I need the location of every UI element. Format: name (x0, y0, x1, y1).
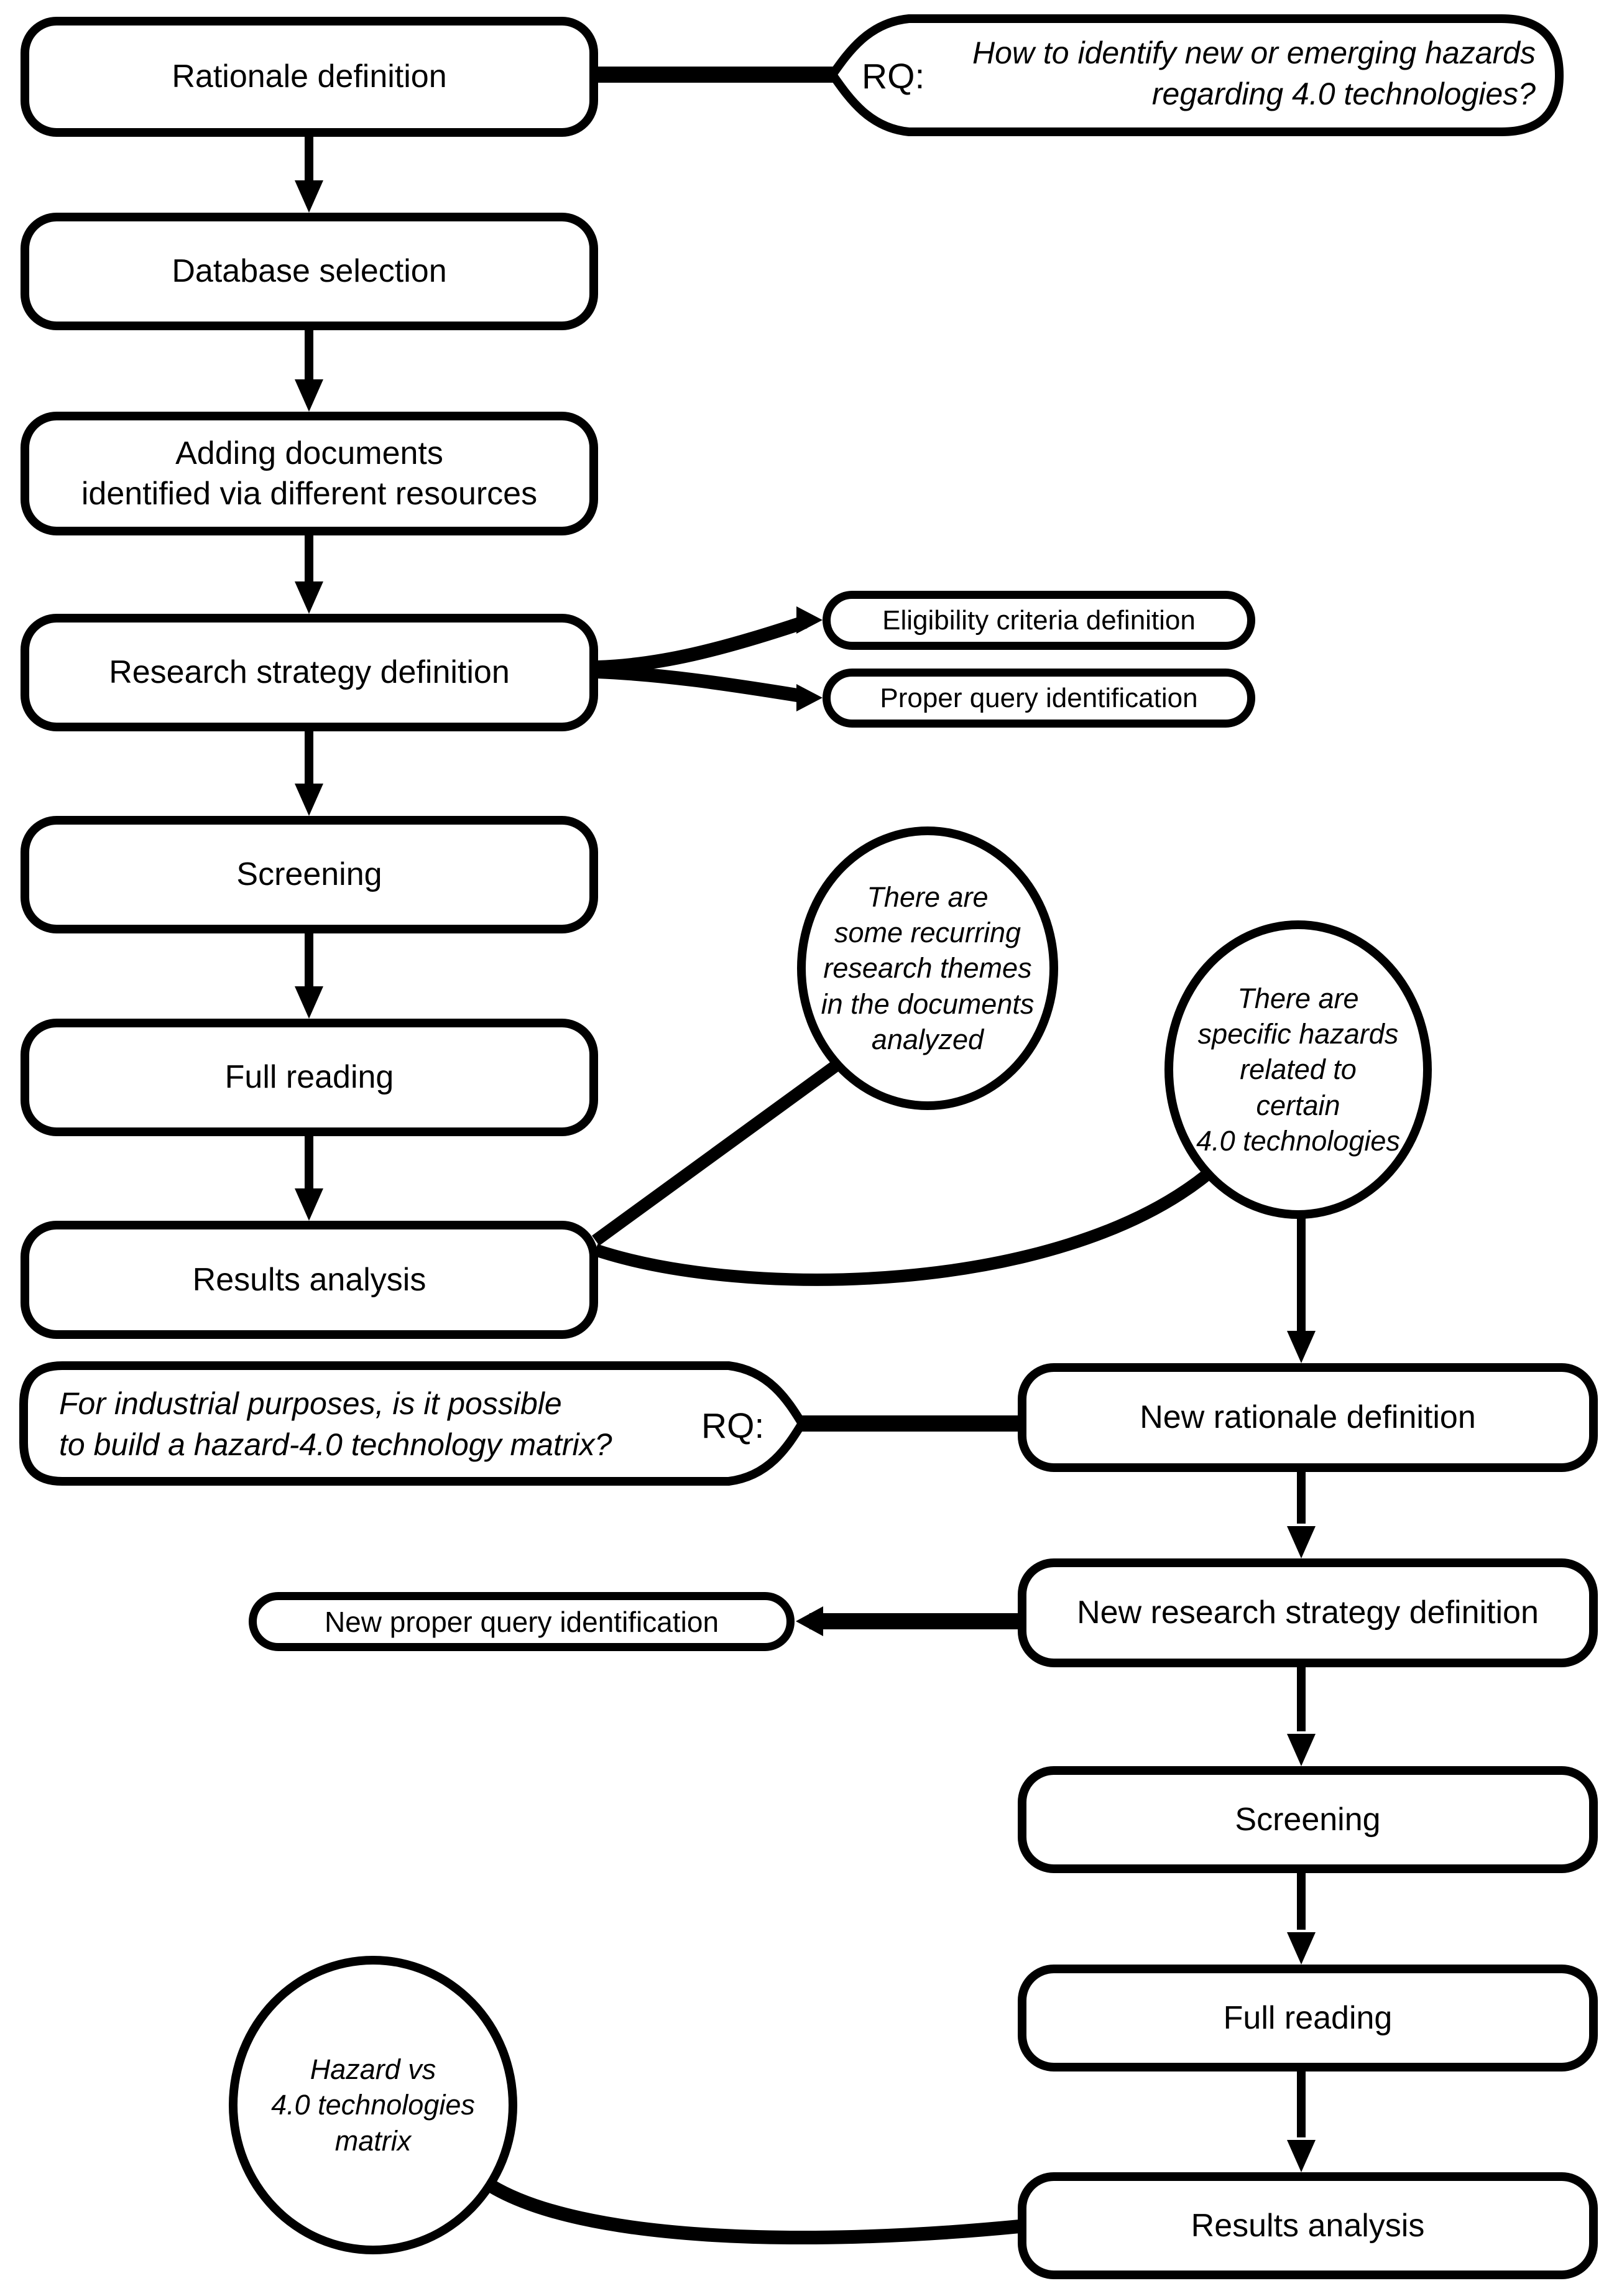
arrowhead-new-pill (796, 1606, 823, 1636)
finding-hazard-matrix: Hazard vs 4.0 technologies matrix (229, 1956, 517, 2254)
step-screening-2: Screening (1018, 1766, 1598, 1873)
arrowhead-p2-1 (1287, 1526, 1316, 1558)
finding-line: analyzed (871, 1023, 984, 1055)
finding-line: There are (867, 881, 989, 914)
pill-label: Eligibility criteria definition (882, 604, 1196, 636)
step-label-line-2: identified via different resources (81, 475, 538, 512)
step-label: New research strategy definition (1077, 1595, 1539, 1631)
rq1-question-line-2: regarding 4.0 technologies? (1151, 76, 1536, 111)
connector-matrix-to-results2 (487, 2180, 1021, 2245)
finding-line: related to (1240, 1053, 1357, 1086)
step-adding-documents: Adding documents identified via differen… (21, 412, 598, 535)
step-new-rationale-definition: New rationale definition (1018, 1363, 1598, 1472)
step-research-strategy-definition: Research strategy definition (21, 614, 598, 731)
arrowhead-p1-4 (295, 784, 323, 816)
step-label: Full reading (1223, 1999, 1393, 2036)
arrowhead-p2-4 (1287, 2140, 1316, 2172)
rq2-question-line-2: to build a hazard-4.0 technology matrix? (59, 1427, 612, 1462)
step-screening: Screening (21, 816, 598, 933)
step-label: Research strategy definition (109, 654, 510, 690)
rq1-question-line-1: How to identify new or emerging hazards (972, 35, 1536, 70)
finding-line: some recurring (834, 917, 1021, 949)
connector-results-to-finding1 (592, 1048, 855, 1246)
finding-recurring-themes: There are some recurring research themes… (797, 826, 1058, 1110)
step-database-selection: Database selection (21, 213, 598, 330)
finding-line: 4.0 technologies (271, 2089, 475, 2121)
arrowhead-p2-3 (1287, 1932, 1316, 1965)
pill-label: New proper query identification (324, 1605, 719, 1638)
arrowhead-p1-6 (295, 1188, 323, 1221)
fork-line-proper-query (596, 665, 806, 703)
arrowhead-p1-3 (295, 581, 323, 614)
step-results-analysis: Results analysis (21, 1221, 598, 1339)
fork-line-eligibility (596, 615, 808, 674)
finding-line: There are (1237, 983, 1359, 1015)
rq2-label: RQ: (701, 1406, 765, 1446)
connector-results-to-finding2 (593, 1170, 1210, 1286)
step-label: Results analysis (192, 1261, 426, 1298)
step-label: Database selection (172, 253, 447, 289)
rq1-bubble (827, 14, 1564, 136)
rq2-question: For industrial purposes, is it possible … (59, 1383, 737, 1465)
pill-new-proper-query: New proper query identification (249, 1592, 795, 1651)
step-label: Full reading (224, 1059, 394, 1095)
arrowhead-p2-2 (1287, 1734, 1316, 1766)
step-rationale-definition: Rationale definition (21, 17, 598, 137)
pill-label: Proper query identification (880, 682, 1198, 713)
step-label: Screening (236, 856, 382, 892)
rq2-bubble (19, 1361, 808, 1486)
arrowhead-p1-5 (295, 986, 323, 1019)
finding-line: specific hazards (1197, 1018, 1399, 1050)
arrowhead-finding2-down (1287, 1331, 1316, 1363)
arrowhead-p1-2 (295, 379, 323, 412)
finding-specific-hazards: There are specific hazards related to ce… (1164, 920, 1432, 1219)
step-label: New rationale definition (1140, 1399, 1476, 1435)
finding-line: Hazard vs (310, 2053, 436, 2086)
step-results-analysis-2: Results analysis (1018, 2172, 1598, 2279)
step-full-reading: Full reading (21, 1019, 598, 1136)
step-new-research-strategy: New research strategy definition (1018, 1558, 1598, 1667)
finding-line: research themes (823, 952, 1032, 984)
step-label: Rationale definition (172, 58, 447, 95)
arrowhead-p1-1 (295, 180, 323, 213)
arrowhead-proper-query (796, 684, 823, 711)
finding-line: 4.0 technologies (1196, 1124, 1400, 1157)
finding-line: matrix (334, 2124, 412, 2157)
finding-line: in the documents (821, 988, 1035, 1020)
finding-line: certain (1256, 1089, 1340, 1121)
rq1-question: How to identify new or emerging hazards … (914, 32, 1536, 114)
pill-eligibility-criteria: Eligibility criteria definition (823, 591, 1255, 650)
pill-proper-query: Proper query identification (823, 669, 1255, 728)
arrowhead-eligibility (796, 606, 823, 634)
rq2-question-line-1: For industrial purposes, is it possible (59, 1386, 562, 1421)
rq1-label: RQ: (862, 57, 925, 96)
step-label: Screening (1235, 1801, 1381, 1838)
step-full-reading-2: Full reading (1018, 1965, 1598, 2071)
step-label: Results analysis (1191, 2207, 1425, 2244)
step-label-line-1: Adding documents (175, 435, 443, 471)
